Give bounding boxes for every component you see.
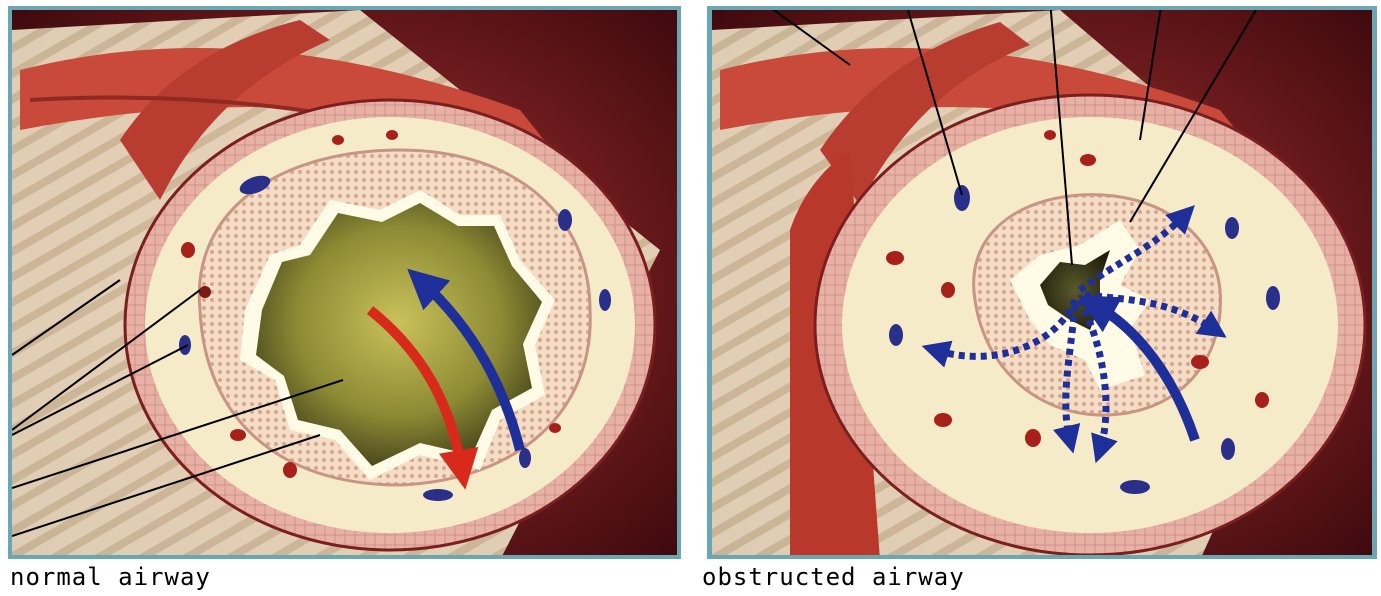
normal-airway-panel (8, 6, 681, 560)
obstructed-airway-caption: obstructed airway (702, 562, 965, 592)
normal-airway-caption: normal airway (10, 562, 211, 592)
obstructed-airway-panel (707, 0, 1377, 560)
